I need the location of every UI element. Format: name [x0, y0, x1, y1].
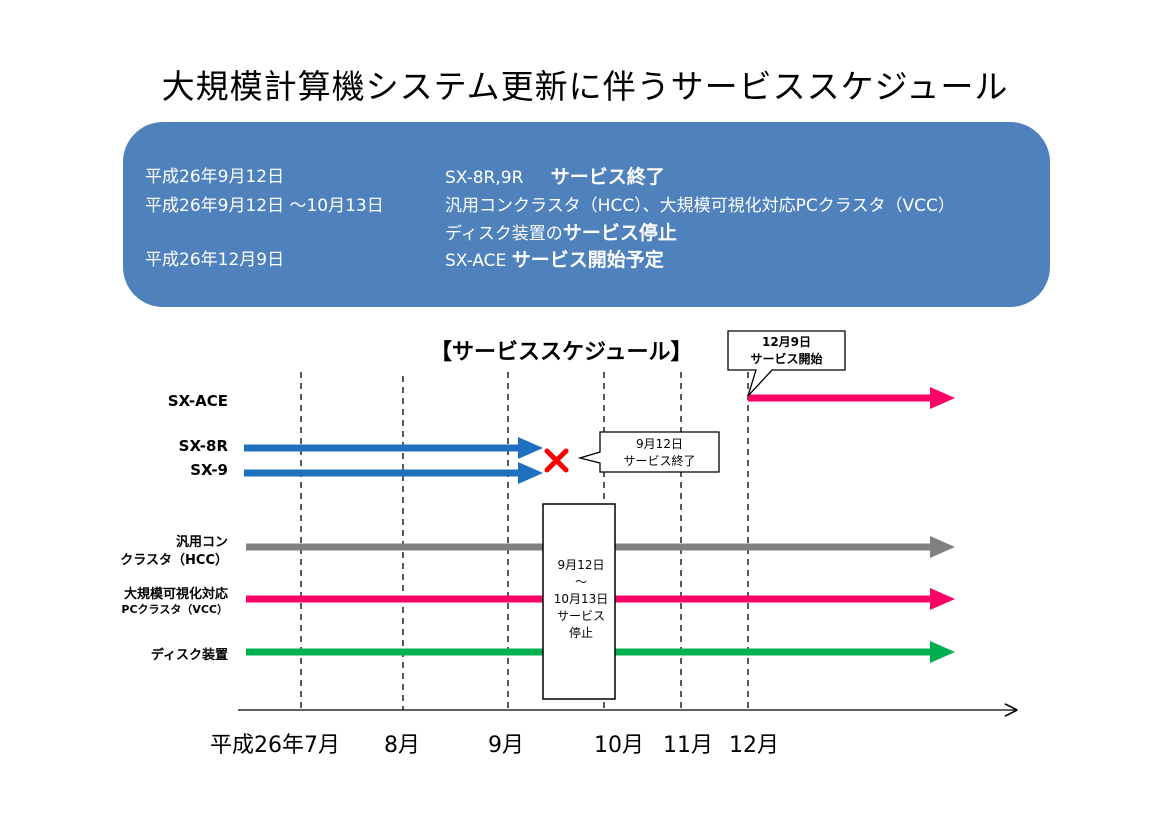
service-start-callout [727, 330, 846, 397]
summary-detail-4-emphasis: サービス開始予定 [511, 249, 664, 271]
axis-month-aug: 8月 [384, 733, 420, 758]
sx9-arrowhead [518, 462, 543, 484]
schedule-title: 【サービススケジュール】 [430, 340, 693, 365]
summary-detail-4: SX-ACE サービス開始予定 [445, 245, 664, 272]
row-label-hcc-line2: クラスタ（HCC） [120, 553, 228, 568]
summary-detail-2: 汎用コンクラスタ（HCC）、大規模可視化対応PCクラスタ（VCC） [445, 196, 955, 216]
axis-month-sep: 9月 [488, 733, 524, 758]
summary-detail-1-emphasis: サービス終了 [550, 166, 665, 188]
row-label-sx9: SX-9 [190, 461, 228, 479]
summary-date-1: 平成26年9月12日 [145, 167, 285, 187]
pause-range-mark: ～ [574, 575, 587, 589]
service-start-label: サービス開始 [750, 352, 823, 366]
service-end-label: サービス終了 [623, 454, 696, 468]
summary-detail-1-text: SX-8R,9R [445, 168, 524, 188]
row-label-vcc-line1: 大規模可視化対応 [123, 587, 228, 602]
summary-date-2: 平成26年9月12日 ～10月13日 [145, 196, 384, 216]
vcc-arrowhead [930, 588, 955, 610]
axis-month-jul: 平成26年7月 [210, 733, 340, 758]
end-cross-icon [544, 448, 569, 473]
summary-detail-3-text: ディスク装置の [445, 224, 563, 244]
service-end-date: 9月12日 [636, 437, 683, 451]
hcc-arrowhead [930, 536, 955, 558]
row-label-hcc-line1: 汎用コン [175, 535, 228, 550]
service-end-callout [577, 431, 720, 473]
summary-detail-3-emphasis: サービス停止 [562, 222, 677, 244]
service-end-callout-text: 9月12日 サービス終了 [600, 436, 719, 470]
summary-detail-3: ディスク装置のサービス停止 [445, 218, 677, 245]
disk-arrowhead [930, 641, 955, 663]
row-label-sxace: SX-ACE [167, 392, 228, 410]
pause-label-2: 停止 [568, 626, 593, 640]
axis-month-oct: 10月 [594, 733, 644, 758]
service-start-date: 12月9日 [761, 335, 812, 349]
pause-label-1: サービス [556, 609, 605, 623]
row-label-vcc-line2: PCクラスタ（VCC） [121, 603, 228, 616]
service-start-callout-text: 12月9日 サービス開始 [728, 334, 845, 368]
service-pause-text: 9月12日 ～ 10月13日 サービス 停止 [545, 557, 617, 642]
axis-month-nov: 11月 [663, 733, 713, 758]
sxace-arrowhead [930, 387, 955, 409]
axis-month-dec: 12月 [729, 733, 779, 758]
service-pause-box [542, 503, 616, 700]
pause-end-date: 10月13日 [553, 592, 609, 606]
page-title: 大規模計算機システム更新に伴うサービススケジュール [161, 67, 1009, 106]
summary-detail-4-text: SX-ACE [445, 251, 507, 271]
summary-date-4: 平成26年12月9日 [145, 250, 285, 270]
summary-detail-1: SX-8R,9R サービス終了 [445, 162, 665, 189]
row-label-disk: ディスク装置 [150, 648, 228, 663]
row-label-sx8r: SX-8R [178, 437, 228, 455]
summary-box: 平成26年9月12日 SX-8R,9R サービス終了 平成26年9月12日 ～1… [123, 122, 1050, 307]
pause-start-date: 9月12日 [557, 558, 605, 572]
sx8r-arrowhead [518, 437, 543, 459]
